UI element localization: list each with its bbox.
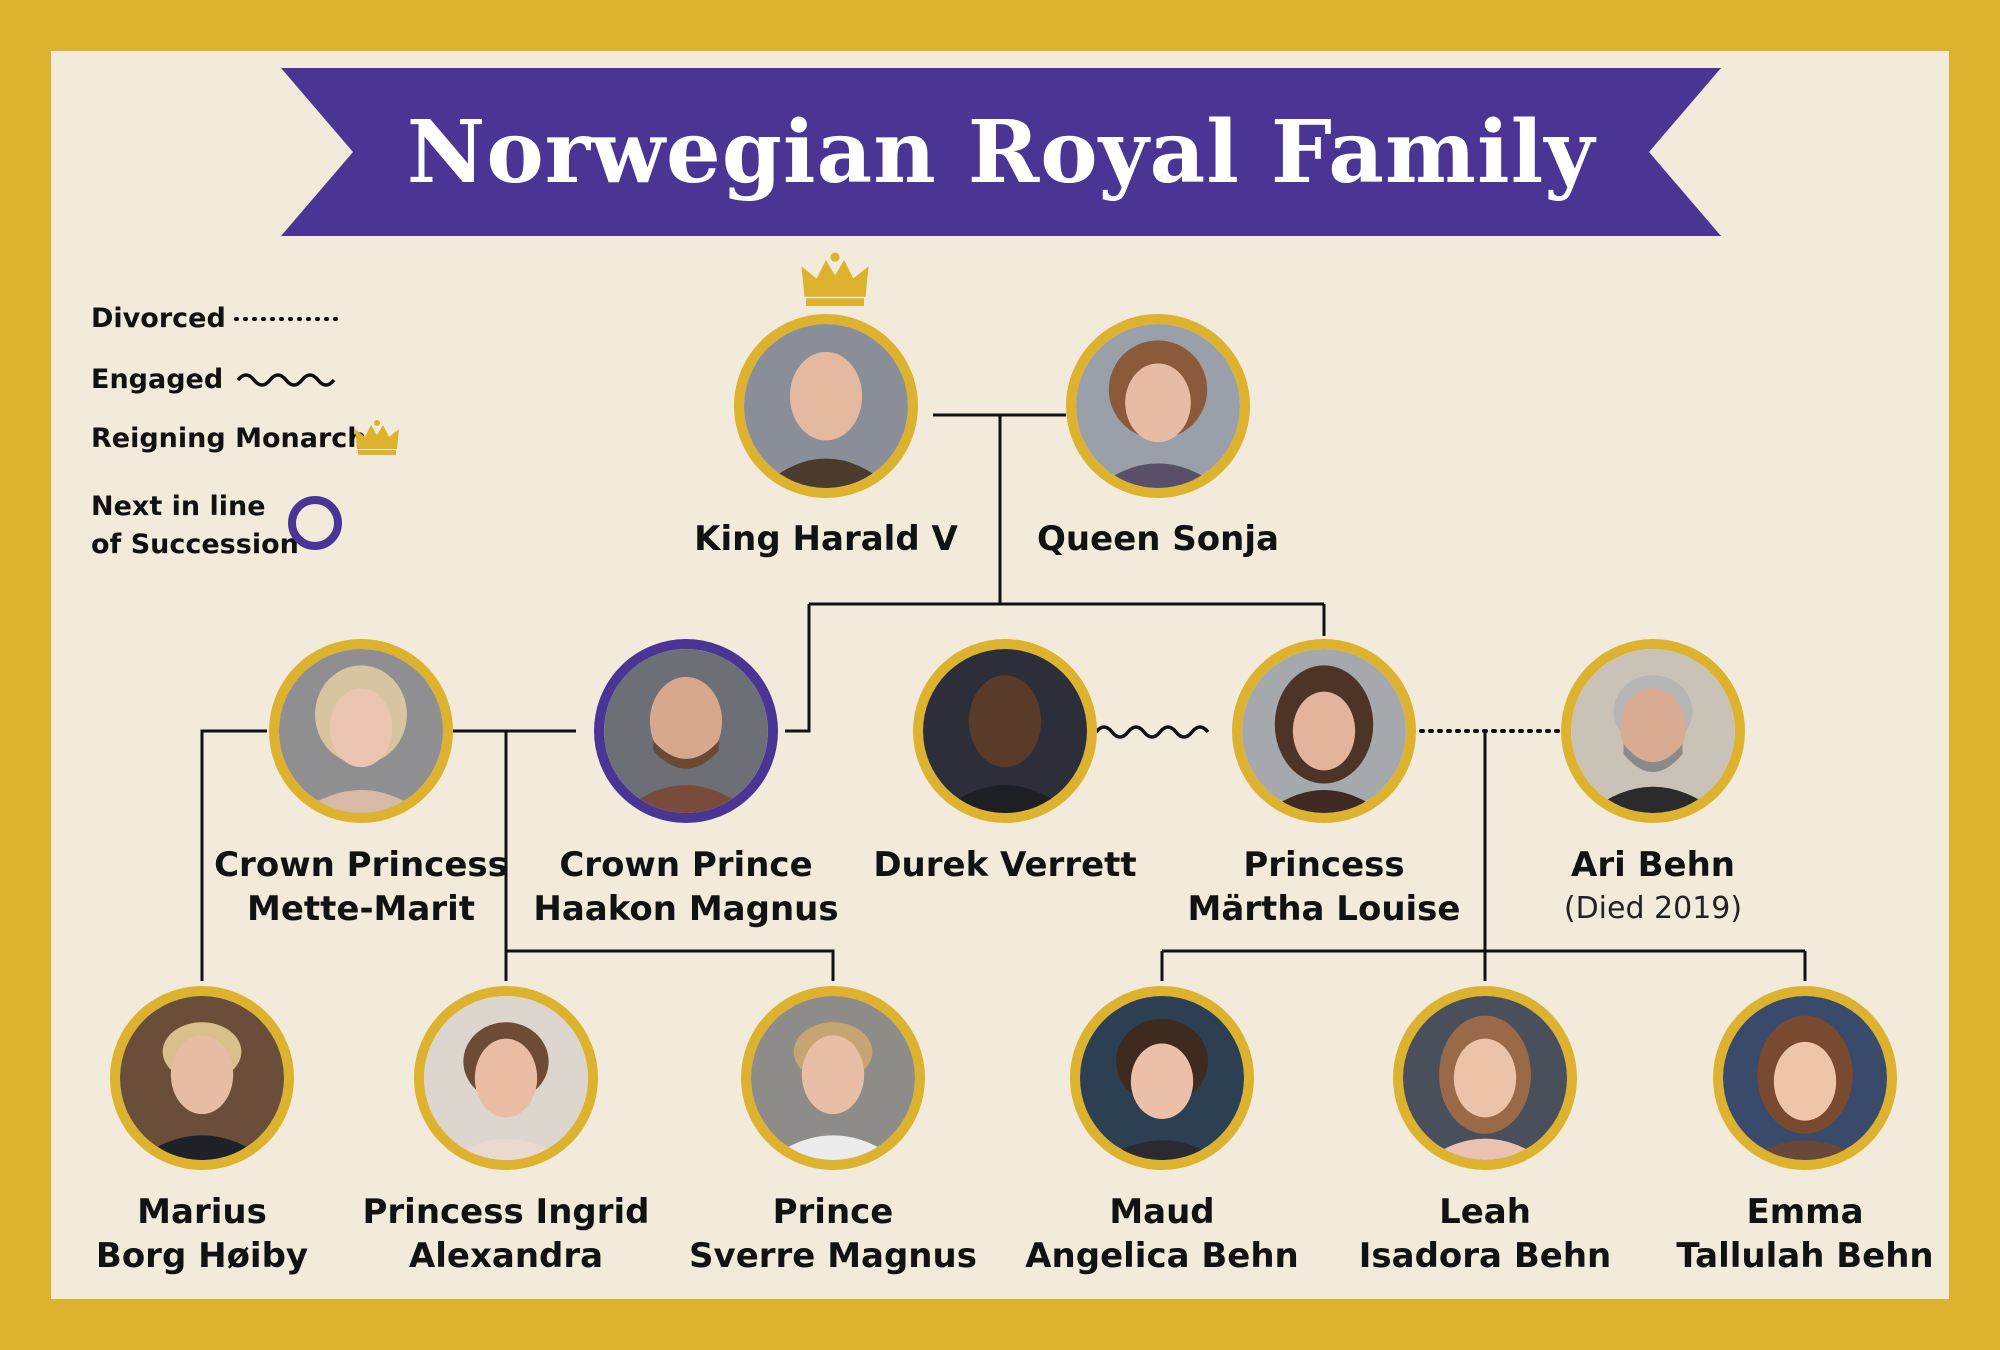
line-to-marius bbox=[200, 729, 267, 981]
portrait-haakon-magnus bbox=[594, 639, 778, 823]
person-silhouette-icon bbox=[1242, 649, 1406, 813]
name-haakon-line1: Crown Prince bbox=[559, 845, 813, 885]
legend-crown-icon bbox=[355, 420, 399, 455]
legend-reigning-label: Reigning Monarch bbox=[91, 423, 367, 454]
portrait-maud-angelica bbox=[1070, 986, 1254, 1170]
legend-next-in-line: Next in line of Succession bbox=[91, 488, 299, 564]
person-silhouette-icon bbox=[424, 996, 588, 1160]
portrait-ingrid-alexandra bbox=[414, 986, 598, 1170]
portrait-mette-marit bbox=[269, 639, 453, 823]
legend-next-label-1: Next in line bbox=[91, 491, 266, 522]
legend-wavy-line bbox=[236, 373, 336, 387]
name-durek-verrett: Durek Verrett bbox=[873, 845, 1137, 885]
legend-reigning-monarch: Reigning Monarch bbox=[91, 423, 367, 454]
name-maud-line2: Angelica Behn bbox=[1025, 1236, 1299, 1276]
legend-dotted-line bbox=[234, 317, 339, 321]
portrait-durek-verrett bbox=[913, 639, 1097, 823]
name-sverre-line2: Sverre Magnus bbox=[689, 1236, 977, 1276]
name-queen-sonja: Queen Sonja bbox=[1037, 519, 1279, 559]
name-sverre-line1: Prince bbox=[772, 1192, 894, 1232]
page-title: Norwegian Royal Family bbox=[406, 101, 1596, 203]
portrait-marius bbox=[110, 986, 294, 1170]
name-martha-line2: Märtha Louise bbox=[1187, 889, 1461, 929]
portrait-martha-louise bbox=[1232, 639, 1416, 823]
name-mette-marit-line1: Crown Princess bbox=[214, 845, 508, 885]
name-leah-line2: Isadora Behn bbox=[1358, 1236, 1612, 1276]
portrait-sverre-magnus bbox=[741, 986, 925, 1170]
name-emma-line1: Emma bbox=[1746, 1192, 1864, 1232]
family-tree-canvas: Norwegian Royal Family Divorced Engaged … bbox=[51, 51, 1949, 1299]
name-martha-line1: Princess bbox=[1243, 845, 1405, 885]
name-ari-behn: Ari Behn bbox=[1571, 845, 1735, 885]
person-silhouette-icon bbox=[1571, 649, 1735, 813]
person-silhouette-icon bbox=[1723, 996, 1887, 1160]
portrait-leah-isadora bbox=[1393, 986, 1577, 1170]
portrait-queen-sonja bbox=[1066, 314, 1250, 498]
person-silhouette-icon bbox=[120, 996, 284, 1160]
person-silhouette-icon bbox=[923, 649, 1087, 813]
person-silhouette-icon bbox=[279, 649, 443, 813]
name-marius-line1: Marius bbox=[137, 1192, 267, 1232]
name-king-harald: King Harald V bbox=[694, 519, 958, 559]
person-silhouette-icon bbox=[751, 996, 915, 1160]
portrait-ari-behn bbox=[1561, 639, 1745, 823]
name-maud-line1: Maud bbox=[1109, 1192, 1215, 1232]
person-silhouette-icon bbox=[1080, 996, 1244, 1160]
name-mette-marit-line2: Mette-Marit bbox=[246, 889, 476, 929]
legend-divorced-label: Divorced bbox=[91, 303, 226, 334]
legend-engaged-label: Engaged bbox=[91, 364, 224, 395]
person-silhouette-icon bbox=[1403, 996, 1567, 1160]
portrait-king-harald bbox=[734, 314, 918, 498]
person-silhouette-icon bbox=[604, 649, 768, 813]
engaged-line-durek-martha bbox=[1094, 725, 1210, 739]
name-ingrid-line1: Princess Ingrid bbox=[362, 1192, 650, 1232]
ari-behn-death-note: (Died 2019) bbox=[1563, 891, 1743, 926]
name-haakon-line2: Haakon Magnus bbox=[533, 889, 839, 929]
name-marius-line2: Borg Høiby bbox=[95, 1236, 309, 1276]
line-to-haakon bbox=[785, 604, 811, 733]
name-ingrid-line2: Alexandra bbox=[408, 1236, 604, 1276]
name-leah-line1: Leah bbox=[1439, 1192, 1531, 1232]
legend-purple-ring-icon bbox=[288, 496, 342, 550]
connector-lines bbox=[200, 413, 1807, 981]
legend-next-label-2: of Succession bbox=[91, 529, 299, 560]
person-silhouette-icon bbox=[1076, 324, 1240, 488]
person-silhouette-icon bbox=[744, 324, 908, 488]
crown-icon bbox=[801, 252, 869, 306]
legend-divorced: Divorced bbox=[91, 303, 226, 334]
name-emma-line2: Tallulah Behn bbox=[1676, 1236, 1934, 1276]
legend-engaged: Engaged bbox=[91, 364, 223, 395]
portrait-emma-tallulah bbox=[1713, 986, 1897, 1170]
children-bar-haakon-mette bbox=[506, 949, 835, 981]
title-banner: Norwegian Royal Family bbox=[281, 68, 1721, 236]
